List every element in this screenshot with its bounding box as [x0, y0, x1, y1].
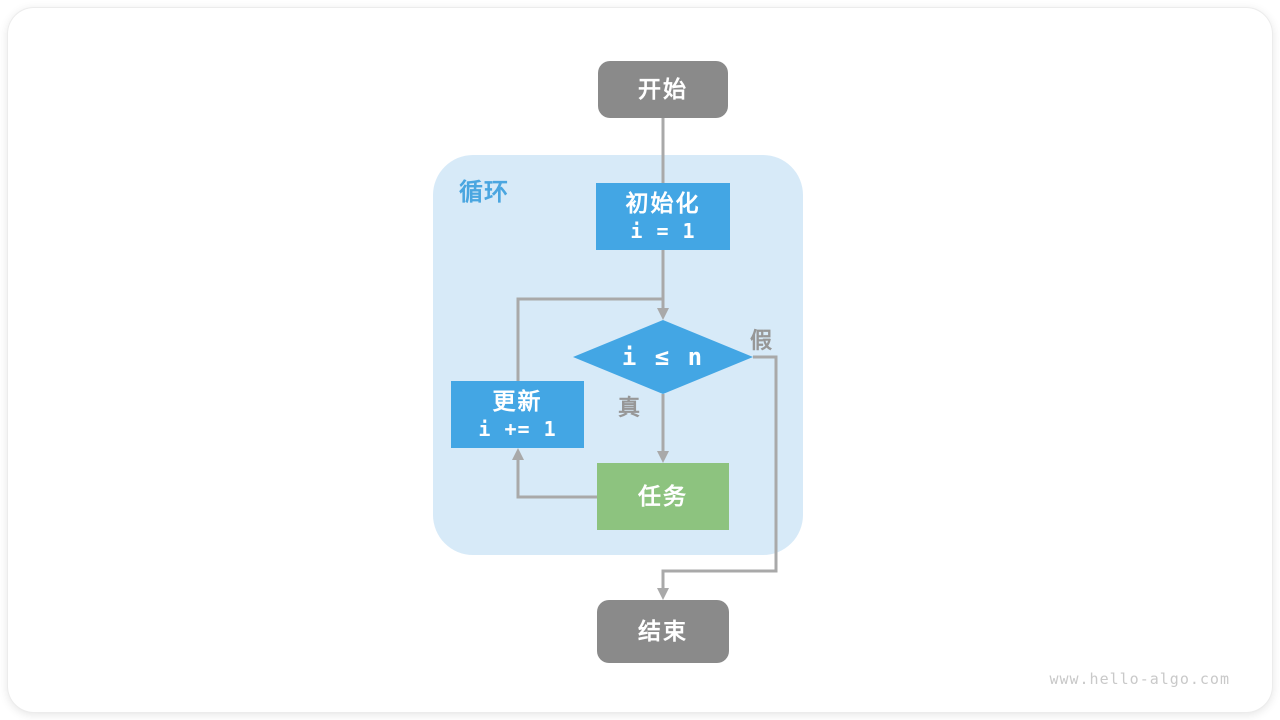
node-update: 更新 i += 1	[451, 381, 584, 448]
loop-container-label: 循环	[459, 179, 509, 206]
node-update-code: i += 1	[478, 417, 557, 442]
node-task: 任务	[597, 463, 729, 530]
node-condition-label: i ≤ n	[621, 343, 705, 371]
watermark-text: www.hello-algo.com	[1049, 670, 1230, 688]
node-initialize: 初始化 i = 1	[596, 183, 730, 250]
figure-card: 循环 开始 初始化 i = 1 i ≤	[8, 8, 1272, 712]
node-start-label: 开始	[638, 76, 688, 103]
node-end-label: 结束	[638, 618, 688, 645]
arrowhead-into-end	[657, 588, 669, 600]
node-end: 结束	[597, 600, 729, 663]
node-update-label: 更新	[492, 387, 543, 414]
edge-label-false: 假	[750, 328, 774, 353]
node-initialize-code: i = 1	[630, 219, 696, 244]
node-start: 开始	[598, 61, 728, 118]
node-task-label: 任务	[638, 483, 688, 510]
edge-label-true: 真	[618, 395, 642, 420]
node-initialize-label: 初始化	[625, 189, 701, 216]
